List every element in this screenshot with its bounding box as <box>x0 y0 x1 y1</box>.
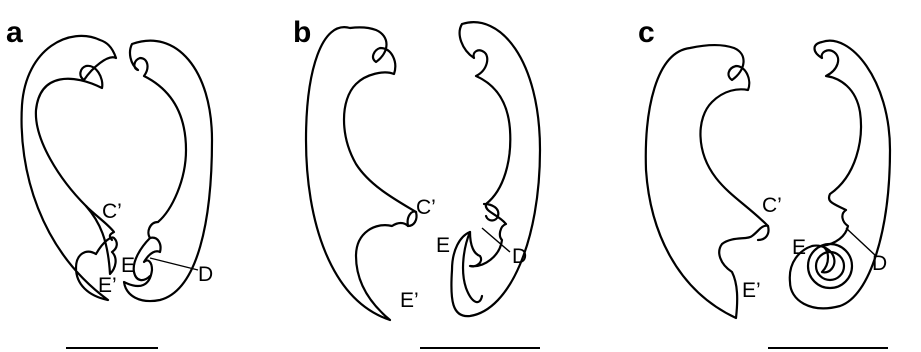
panel-b-label-e: E <box>436 234 450 257</box>
panel-c-left-outline <box>646 45 768 318</box>
panel-c-label-d: D <box>872 252 887 275</box>
panel-b-label-e-prime: E’ <box>400 289 419 312</box>
panel-a-label-d: D <box>198 263 213 286</box>
panel-a-left-outline <box>22 36 117 300</box>
panel-a: a C’ E E’ D <box>6 16 213 348</box>
panel-b-label-c-prime: C’ <box>416 196 436 219</box>
panel-a-d-leader <box>150 258 198 270</box>
panel-c-ring-inner <box>816 252 844 280</box>
panel-a-right-lower-arc <box>134 238 150 280</box>
panel-b-left-outline <box>306 27 416 320</box>
panel-label-c: c <box>638 16 655 49</box>
panel-b-d-leader <box>482 228 510 252</box>
panel-b-right-outline <box>451 22 540 316</box>
panel-a-label-e: E <box>121 254 135 277</box>
panel-c-label-e-prime: E’ <box>742 279 761 302</box>
panel-label-a: a <box>6 16 23 49</box>
panel-c: c C’ E E’ D <box>638 16 890 348</box>
panel-b-label-d: D <box>512 245 527 268</box>
panel-b: b C’ E E’ D <box>293 16 540 348</box>
panel-c-label-c-prime: C’ <box>762 194 782 217</box>
panel-a-label-c-prime: C’ <box>102 200 122 223</box>
panel-label-b: b <box>293 16 311 49</box>
panel-a-label-e-prime: E’ <box>98 274 117 297</box>
panel-c-label-e: E <box>792 236 806 259</box>
